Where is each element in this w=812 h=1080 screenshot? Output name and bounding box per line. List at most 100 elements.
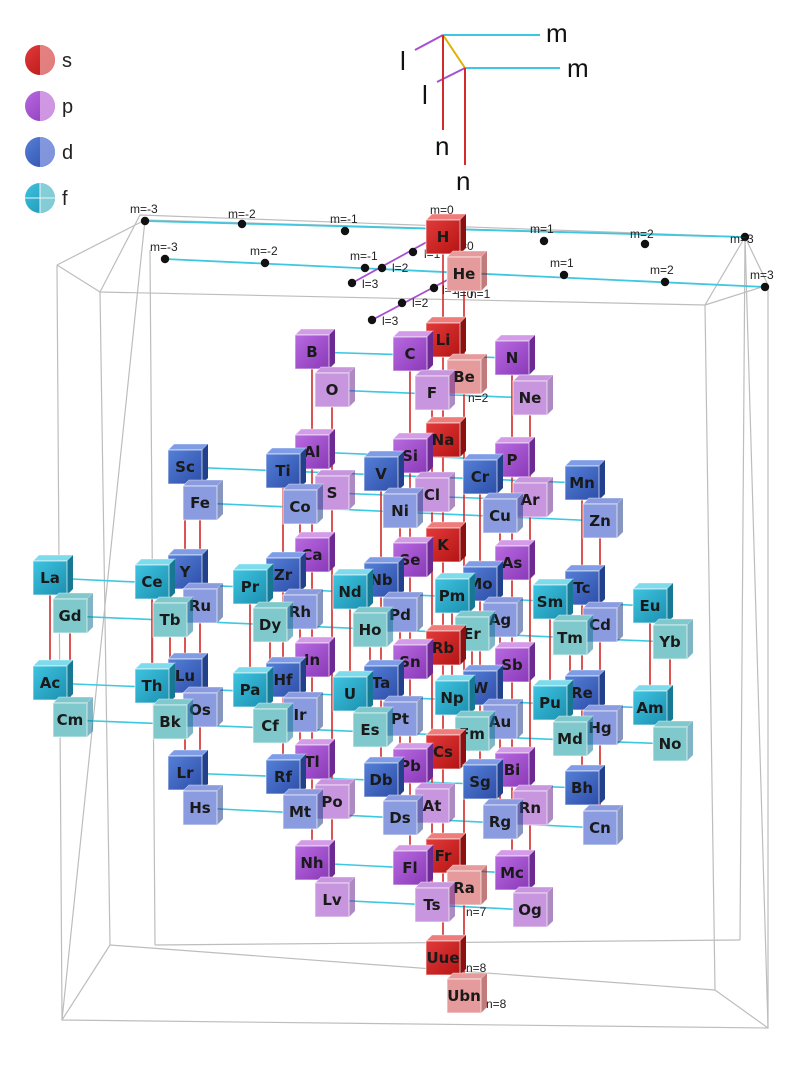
- element-cube-cs: Cs: [425, 728, 467, 770]
- element-cube-cm: Cm: [52, 696, 94, 738]
- element-cube-es: Es: [352, 706, 394, 748]
- element-cube-co: Co: [282, 483, 324, 525]
- element-symbol: Nh: [300, 854, 323, 872]
- element-cube-np: Np: [434, 674, 476, 716]
- element-symbol: Zr: [274, 566, 293, 584]
- element-cube-ho: Ho: [352, 606, 394, 648]
- element-symbol: Pd: [389, 606, 411, 624]
- element-symbol: Lu: [175, 667, 195, 685]
- element-symbol: Sc: [175, 458, 195, 476]
- legend-label-d: d: [62, 142, 73, 164]
- element-symbol: Po: [321, 793, 342, 811]
- element-symbol: No: [659, 735, 682, 753]
- element-symbol: Mt: [289, 803, 311, 821]
- element-cube-lr: Lr: [167, 749, 209, 791]
- element-symbol: Pr: [241, 578, 260, 596]
- axis-marker-dot: [640, 239, 650, 249]
- element-cube-rg: Rg: [482, 798, 524, 840]
- element-symbol: U: [344, 685, 356, 703]
- element-cube-as: As: [494, 539, 536, 581]
- element-symbol: C: [404, 345, 415, 363]
- element-symbol: Uue: [426, 949, 459, 967]
- element-symbol: He: [453, 265, 476, 283]
- m-label: m=2: [650, 263, 674, 277]
- element-symbol: Cf: [261, 717, 279, 735]
- quantum-number-labels: m=-3m=-2m=-1m=0m=1m=2m=3m=-3m=-2m=-1m=0m…: [130, 202, 774, 1011]
- n-label: n=8: [466, 961, 487, 975]
- element-symbol: In: [304, 651, 320, 669]
- element-cube-hs: Hs: [182, 784, 224, 826]
- element-symbol: Sg: [469, 773, 491, 791]
- axis-marker-dot: [367, 315, 377, 325]
- element-symbol: Ds: [389, 809, 410, 827]
- element-symbol: Dy: [259, 616, 281, 634]
- element-symbol: Pm: [439, 587, 466, 605]
- element-cube-rh: Rh: [282, 588, 324, 630]
- element-symbol: V: [375, 465, 387, 483]
- legend-label-s: s: [62, 50, 72, 72]
- element-symbol: Pa: [240, 681, 261, 699]
- element-symbol: Fe: [190, 494, 210, 512]
- element-cube-rf: Rf: [265, 753, 307, 795]
- element-symbol: Hs: [189, 799, 211, 817]
- element-symbol: Sb: [501, 656, 523, 674]
- element-cube-tm: Tm: [552, 614, 594, 656]
- element-symbol: Re: [571, 684, 593, 702]
- axis-label-m-front: m: [567, 53, 589, 83]
- n-label: n=8: [486, 997, 507, 1011]
- element-cube-lv: Lv: [314, 876, 356, 918]
- element-cube-la: La: [32, 554, 74, 596]
- element-cube-ts: Ts: [414, 881, 456, 923]
- element-symbol: Tm: [557, 629, 583, 647]
- axis-marker-dot: [347, 278, 357, 288]
- element-cube-am: Am: [632, 684, 674, 726]
- element-cube-sm: Sm: [532, 578, 574, 620]
- element-symbol: Pt: [391, 710, 409, 728]
- element-symbol: Ts: [423, 896, 440, 914]
- element-symbol: Li: [436, 331, 451, 349]
- element-cube-sg: Sg: [462, 758, 504, 800]
- element-cube-rn: Rn: [512, 784, 554, 826]
- axis-marker-dot: [340, 226, 350, 236]
- element-cube-o: O: [314, 366, 356, 408]
- element-symbol: Y: [179, 563, 192, 581]
- element-cube-pa: Pa: [232, 666, 274, 708]
- element-symbol: Ir: [294, 706, 308, 724]
- element-cube-db: Db: [363, 756, 405, 798]
- element-cube-ti: Ti: [265, 447, 307, 489]
- element-symbol: W: [472, 679, 489, 697]
- axis-marker-dot: [377, 263, 387, 273]
- element-symbol: Yb: [658, 633, 681, 651]
- element-symbol: Se: [400, 551, 421, 569]
- element-cube-og: Og: [512, 886, 554, 928]
- element-cube-pm: Pm: [434, 572, 476, 614]
- m-label: m=-2: [228, 207, 256, 221]
- m-label: m=3: [730, 232, 754, 246]
- element-cube-v: V: [363, 450, 405, 492]
- m-label: m=1: [530, 222, 554, 236]
- l-label: l=2: [392, 261, 409, 275]
- element-cube-h: H: [425, 213, 467, 255]
- element-symbol: At: [423, 797, 442, 815]
- element-cube-cf: Cf: [252, 702, 294, 744]
- axis-marker-dot: [539, 236, 549, 246]
- element-symbol: Rf: [274, 768, 293, 786]
- axis-marker-dot: [740, 232, 750, 242]
- element-symbol: Am: [636, 699, 663, 717]
- element-symbol: As: [502, 554, 523, 572]
- element-symbol: Fr: [435, 847, 452, 865]
- element-symbol: K: [437, 536, 450, 554]
- element-symbol: Ta: [372, 674, 390, 692]
- element-symbol: Sm: [537, 593, 563, 611]
- element-cube-nh: Nh: [294, 839, 336, 881]
- element-symbol: Cd: [589, 616, 611, 634]
- element-symbol: Nb: [369, 571, 393, 589]
- element-symbol: Ra: [453, 879, 475, 897]
- element-symbol: Si: [402, 447, 418, 465]
- axis-marker-dot: [140, 216, 150, 226]
- element-cube-pu: Pu: [532, 679, 574, 721]
- element-symbol: Bk: [159, 713, 181, 731]
- m-label: m=1: [550, 256, 574, 270]
- element-symbol: Hg: [588, 719, 611, 737]
